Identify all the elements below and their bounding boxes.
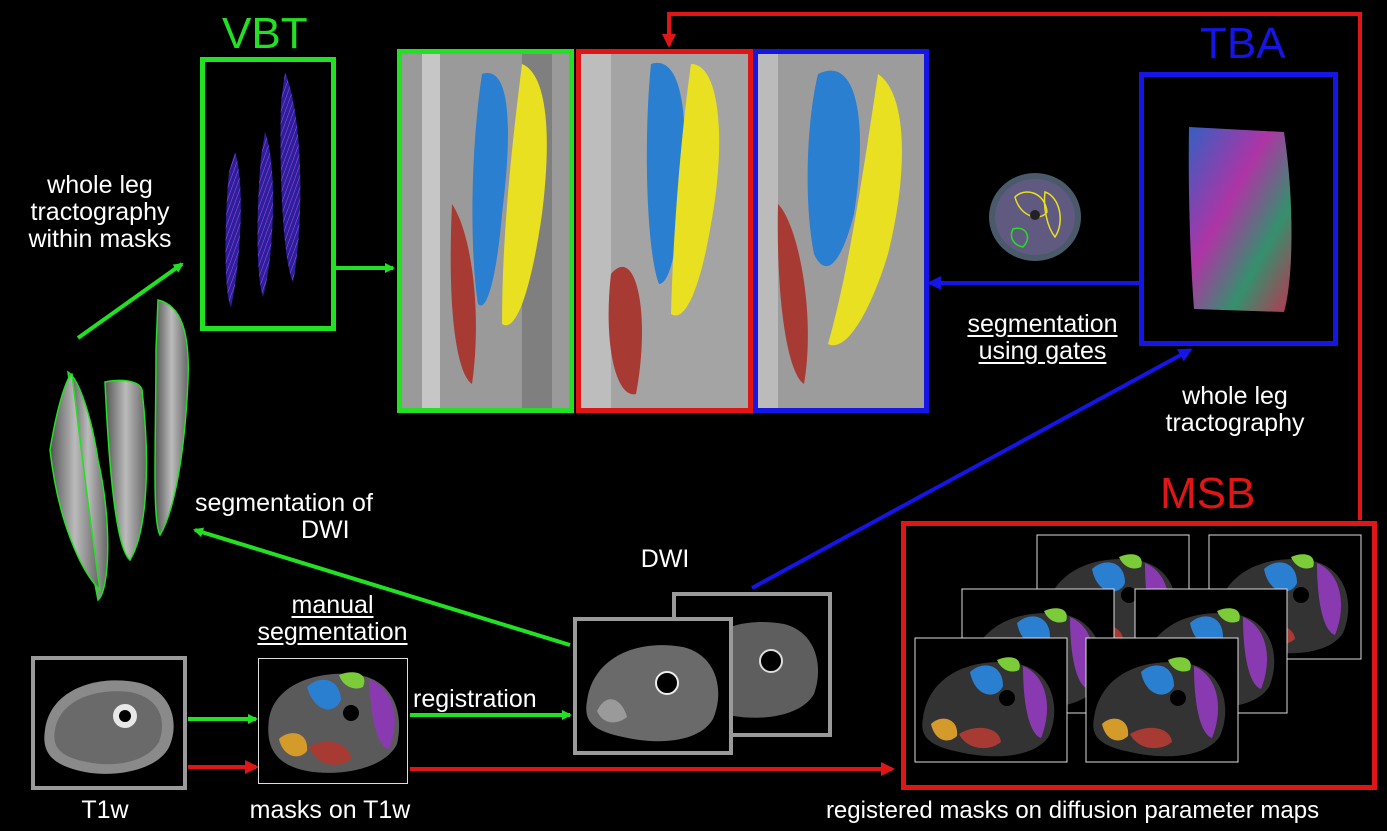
label-t1w: T1w xyxy=(55,797,155,824)
vbt-title: VBT xyxy=(222,12,308,56)
result-msb-panel xyxy=(576,49,753,413)
label-segmentation-of-dwi: segmentation of DWI xyxy=(195,490,425,544)
dwi-masks-image xyxy=(40,290,200,605)
result-vbt-panel xyxy=(397,49,574,413)
label-whole-leg-tractography: whole leg tractography xyxy=(1160,383,1310,437)
masks-on-t1w-image xyxy=(258,658,408,784)
tba-tractography-panel xyxy=(1139,72,1338,346)
result-tba-panel xyxy=(753,49,929,413)
label-manual-segmentation: manual segmentation xyxy=(240,592,425,646)
label-registration: registration xyxy=(413,686,563,713)
label-registered-masks: registered masks on diffusion parameter … xyxy=(760,797,1385,824)
vbt-fibers-image xyxy=(205,62,331,326)
label-whole-leg-within-masks: whole leg tractography within masks xyxy=(20,172,180,253)
vbt-tractography-panel xyxy=(200,57,336,331)
label-masks-on-t1w: masks on T1w xyxy=(225,797,435,824)
tba-cross-section-image xyxy=(985,167,1085,267)
msb-title: MSB xyxy=(1160,472,1255,516)
msb-maps-stack xyxy=(912,532,1362,770)
t1w-image xyxy=(31,656,187,790)
label-segmentation-using-gates: segmentation using gates xyxy=(945,311,1140,365)
label-dwi: DWI xyxy=(620,546,710,573)
dwi-image-front xyxy=(573,617,733,755)
tba-title: TBA xyxy=(1200,22,1286,66)
